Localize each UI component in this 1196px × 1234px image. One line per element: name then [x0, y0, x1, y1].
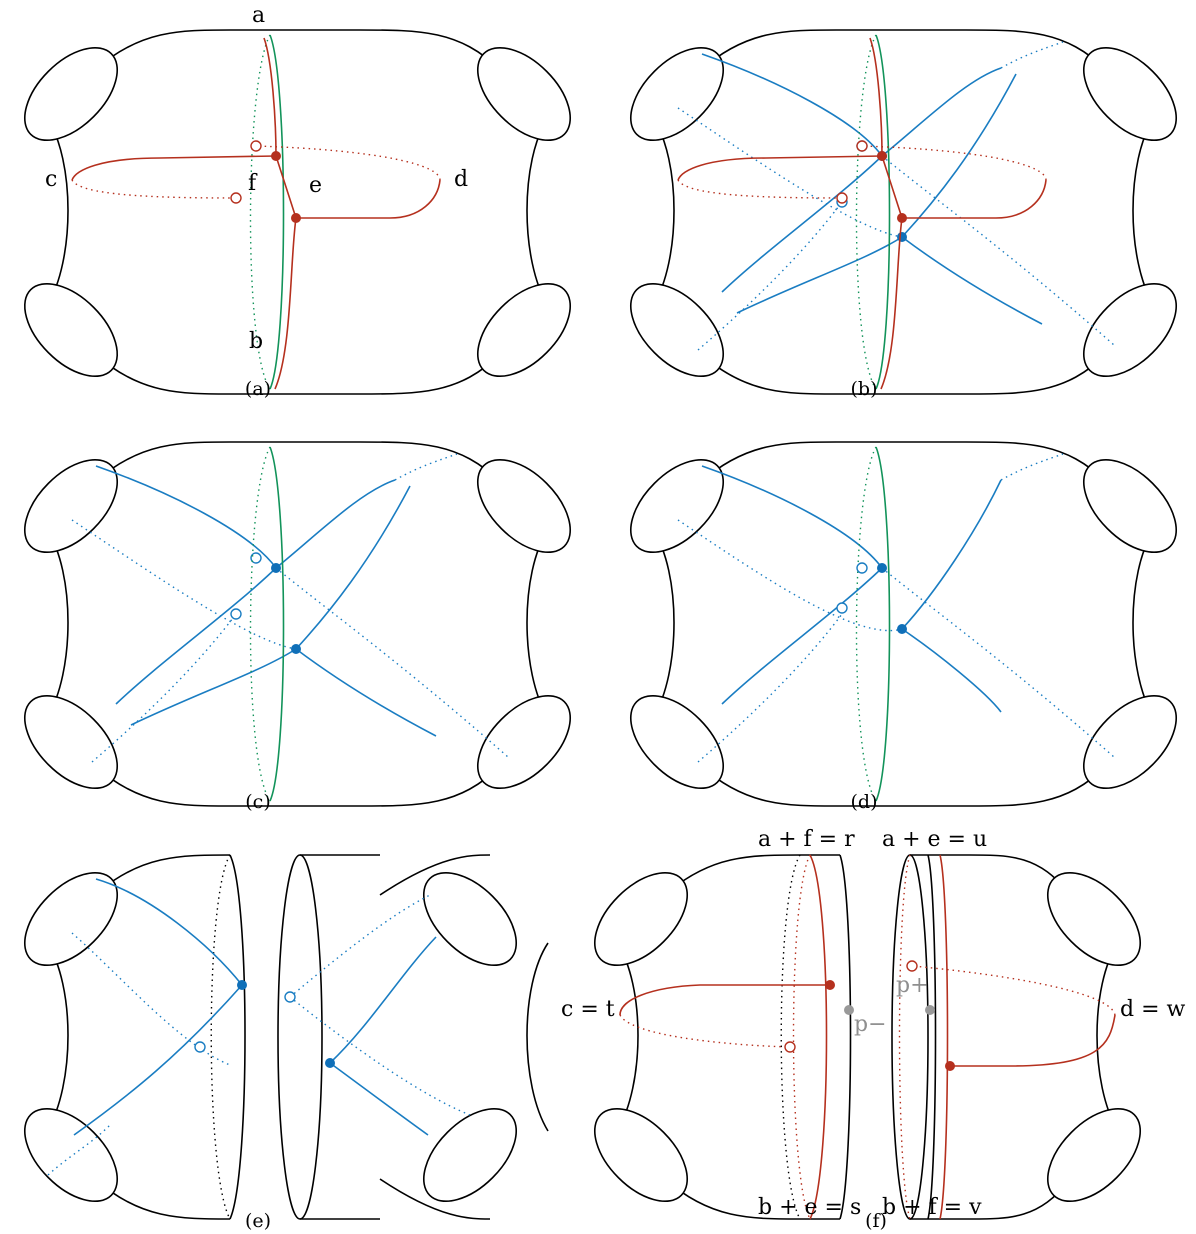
panel-d: (d)	[613, 441, 1194, 813]
label-a-f-r: a + f = r	[758, 827, 855, 852]
caption-f: (f)	[865, 1210, 887, 1232]
panel-e: (e)	[23, 854, 549, 1232]
panel-a: a b c d e f (a)	[7, 3, 588, 400]
label-right: d	[454, 167, 468, 192]
label-p-minus: p−	[854, 1012, 887, 1037]
label-top: a	[252, 3, 265, 28]
label-e: e	[309, 173, 322, 198]
panel-b: (b)	[613, 29, 1194, 400]
panel-f: a + f = r a + e = u b + e = s b + f = v …	[561, 827, 1186, 1232]
label-b-f-v: b + f = v	[882, 1195, 982, 1220]
label-f: f	[248, 171, 258, 196]
panel-c: (c)	[7, 441, 588, 813]
label-left: c	[45, 167, 57, 192]
caption-a: (a)	[245, 378, 271, 400]
label-bottom: b	[249, 329, 263, 354]
label-c-t: c = t	[561, 997, 615, 1022]
caption-e: (e)	[245, 1210, 271, 1232]
label-a-e-u: a + e = u	[882, 827, 987, 852]
caption-b: (b)	[851, 378, 878, 400]
label-b-e-s: b + e = s	[758, 1195, 861, 1220]
caption-c: (c)	[245, 791, 270, 813]
label-p-plus: p+	[896, 973, 929, 998]
label-d-w: d = w	[1120, 997, 1186, 1022]
caption-d: (d)	[851, 791, 878, 813]
